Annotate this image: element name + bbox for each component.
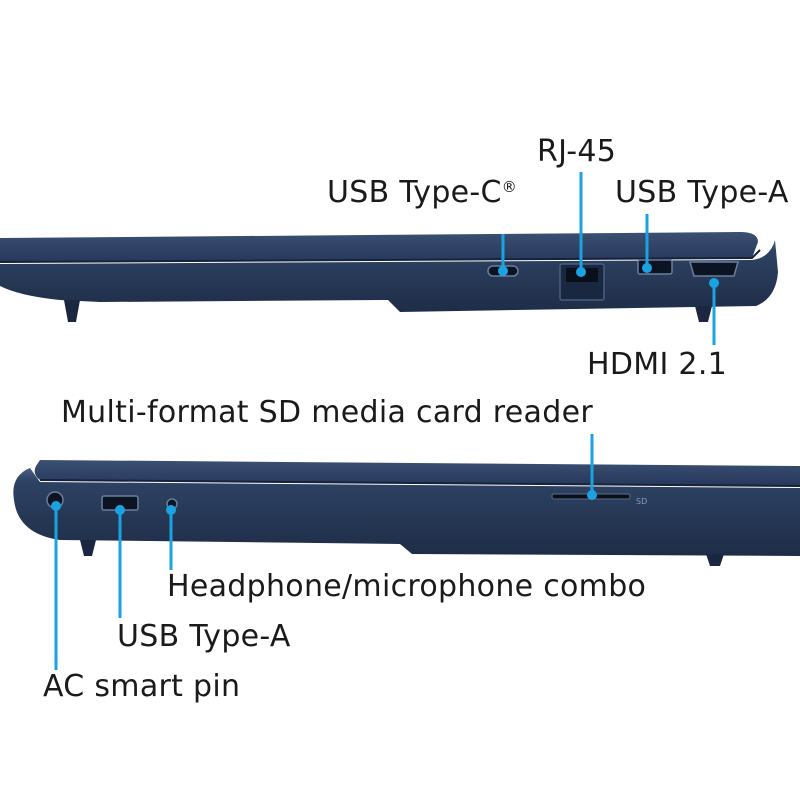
- lid-top: [0, 232, 758, 262]
- dot-ac-pin: [51, 501, 61, 511]
- label-hdmi: HDMI 2.1: [587, 347, 728, 382]
- leader-lines: [54, 172, 716, 670]
- label-usb-type-a-left: USB Type-A: [117, 619, 291, 654]
- lid-top: [34, 460, 800, 486]
- lid-seam: [0, 249, 761, 263]
- dot-usb-c: [498, 266, 508, 276]
- base-body: [13, 468, 800, 556]
- hdmi-port: [689, 261, 739, 277]
- dot-usb-a-right: [642, 263, 652, 273]
- right-side-view: [0, 232, 778, 322]
- dot-headphone: [166, 505, 176, 515]
- foot-left: [80, 540, 96, 556]
- dot-sd: [587, 490, 597, 500]
- dot-usb-a-left: [115, 505, 125, 515]
- label-usb-type-c-text: USB Type-C: [327, 175, 502, 210]
- sd-slot-marking: SD: [636, 497, 647, 506]
- foot-left: [64, 300, 80, 322]
- label-rj45: RJ-45: [537, 134, 617, 169]
- leader-dots: [51, 263, 719, 515]
- foot-right: [706, 554, 724, 566]
- registered-mark: ®: [501, 178, 518, 196]
- lid-seam: [39, 479, 800, 487]
- left-side-view: SD: [13, 460, 800, 566]
- label-ac-pin: AC smart pin: [43, 669, 241, 704]
- label-usb-type-a-right: USB Type-A: [615, 175, 789, 210]
- dot-hdmi: [709, 278, 719, 288]
- label-usb-type-c: USB Type-C®: [327, 178, 517, 208]
- label-sd-reader: Multi-format SD media card reader: [61, 395, 593, 430]
- dot-rj45: [576, 267, 586, 277]
- foot-right: [695, 306, 712, 322]
- label-headphone: Headphone/microphone combo: [167, 569, 647, 604]
